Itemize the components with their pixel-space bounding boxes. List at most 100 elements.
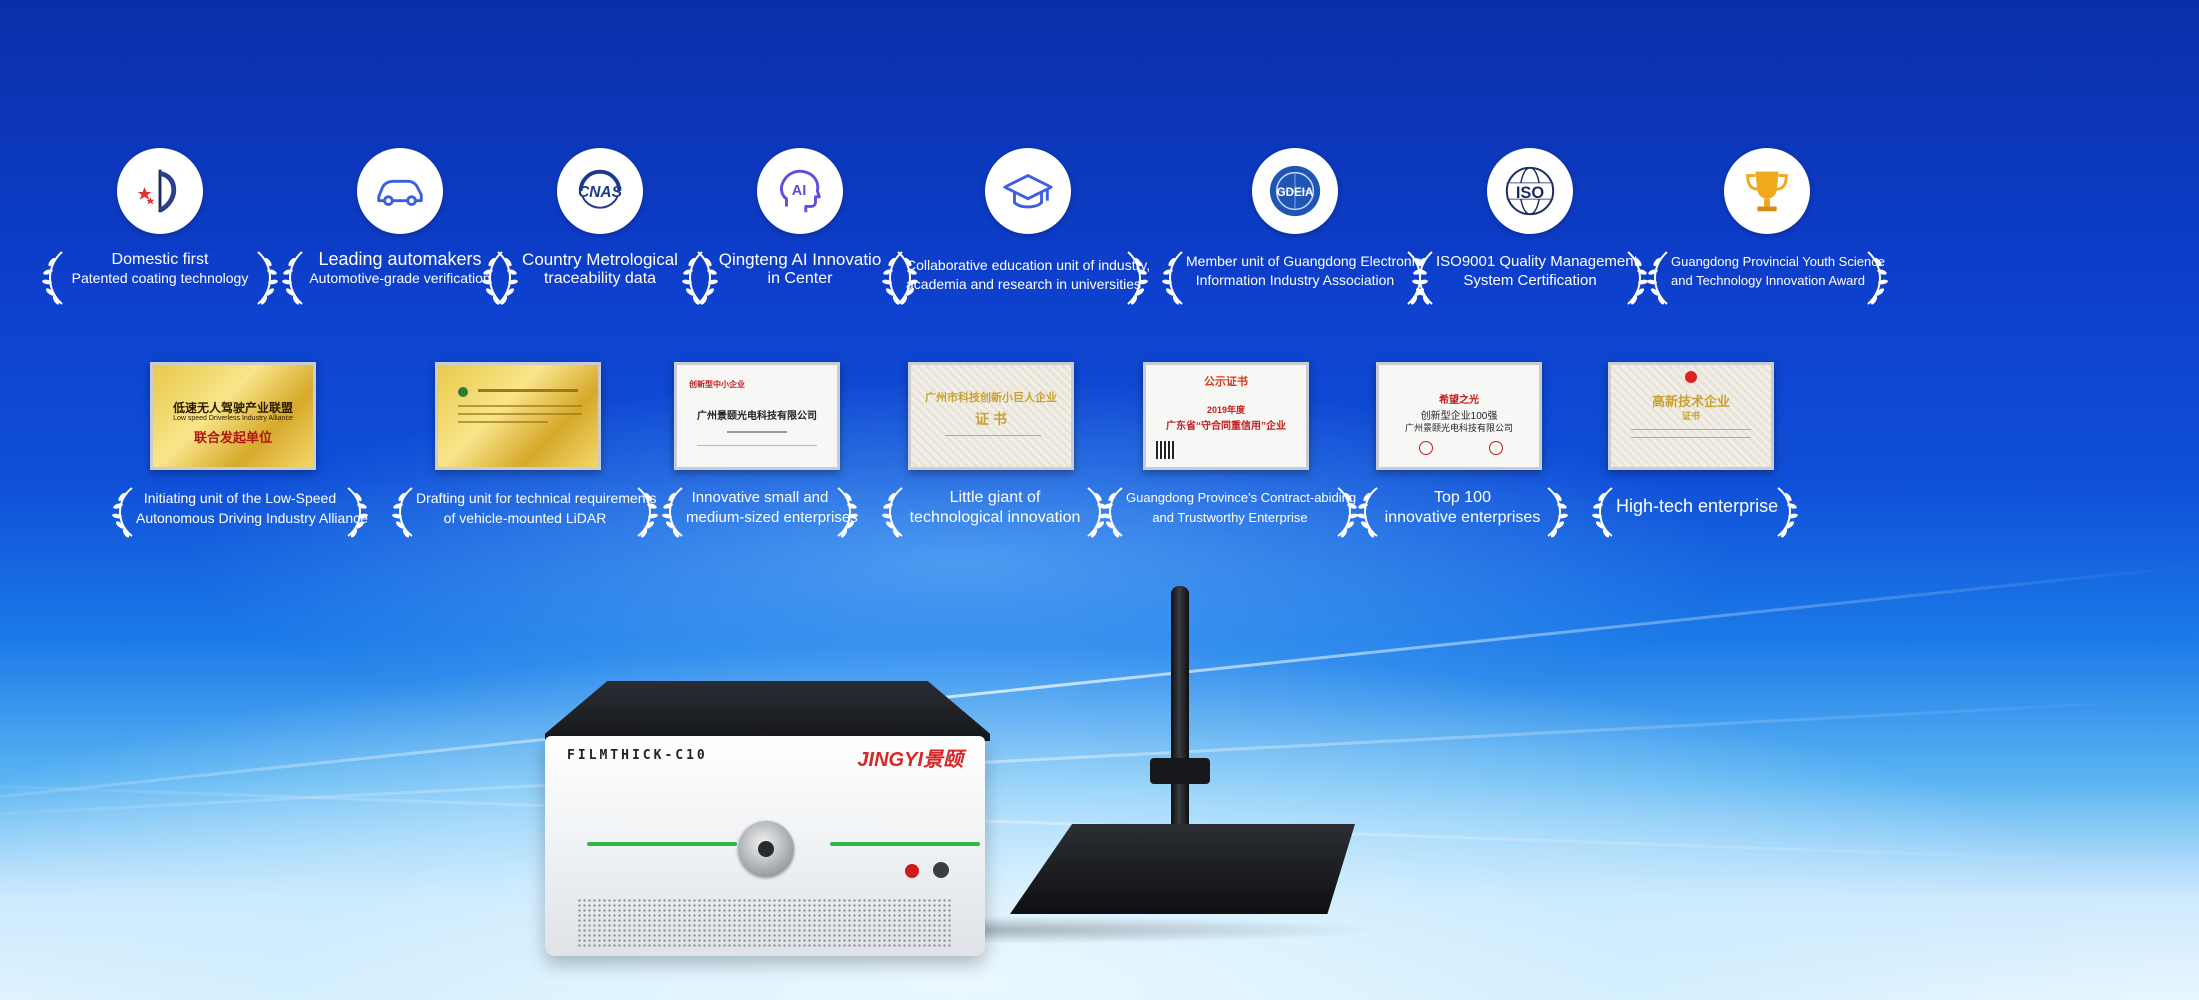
certificate-label-line2: technological innovation <box>909 509 1081 526</box>
device-body: FILMTHICK-C10 JINGYI景颐 <box>545 736 985 956</box>
trophy-icon <box>1724 148 1810 234</box>
honor-subtitle: in Center <box>767 270 833 287</box>
certificate-title: 低速无人驾驶产业联盟 <box>172 401 293 415</box>
certificate-label: Innovative small and <box>691 489 829 506</box>
connector-port <box>933 862 949 878</box>
honor-title: ISO9001 Quality Management <box>1436 253 1638 270</box>
honor-subtitle: traceability data <box>543 270 657 287</box>
iso-logo-text: ISO <box>1516 184 1545 202</box>
car-icon <box>357 148 443 234</box>
honor-title: Leading automakers <box>318 249 482 269</box>
certificate-label: High-tech enterprise <box>1616 496 1779 516</box>
device-lid <box>545 681 990 741</box>
indicator-light-right <box>830 842 980 846</box>
certificate-subtitle: 创新型企业100强 <box>1420 411 1498 422</box>
gdeia-logo-text: GDEIA <box>1277 186 1314 199</box>
certificate-main: 联合发起单位 <box>193 430 272 445</box>
certificate-plaque: 高新技术企业 证书 <box>1608 362 1774 470</box>
certificate-label-line2: medium-sized enterprises <box>686 509 858 526</box>
certificate-item: 公示证书 2019年度 广东省“守合同重信用”企业 Guangdong Prov… <box>1100 362 1360 542</box>
certificate-plaque <box>435 362 601 470</box>
certificate-label-line2: Autonomous Driving Industry Alliance <box>136 510 368 526</box>
film-thickness-device: FILMTHICK-C10 JINGYI景颐 <box>545 681 990 956</box>
certificate-label-line2: innovative enterprises <box>1384 509 1541 526</box>
certificate-item: 广州市科技创新小巨人企业 证 书 Little giant of technolo… <box>880 362 1110 542</box>
honor-title: Country Metrological <box>522 250 678 269</box>
emblem-icon <box>1685 371 1697 383</box>
certificate-item: 低速无人驾驶产业联盟 Low speed Driverless Industry… <box>110 362 370 542</box>
honor-item: GDEIA Member unit of Guangdong Electroni… <box>1160 148 1430 308</box>
certificate-label: Drafting unit for technical requirements <box>416 490 657 506</box>
patent-shield-icon <box>117 148 203 234</box>
laurel-wreath: Collaborative education unit of industry… <box>880 248 1150 310</box>
honor-subtitle: Information Industry Association <box>1195 272 1395 288</box>
laurel-wreath: Innovative small and medium-sized enterpr… <box>660 484 860 542</box>
honor-item: Guangdong Provincial Youth Science and Te… <box>1645 148 1890 308</box>
certificate-label: Guangdong Province's Contract-abiding <box>1126 490 1357 505</box>
graduation-cap-icon <box>985 148 1071 234</box>
ai-logo-text: AI <box>792 183 807 199</box>
certificate-plaque: 公示证书 2019年度 广东省“守合同重信用”企业 <box>1143 362 1309 470</box>
honor-subtitle: Automotive-grade verification <box>309 270 491 286</box>
certificate-label-line2: of vehicle-mounted LiDAR <box>443 510 607 526</box>
certificate-plaque: 希望之光 创新型企业100强 广州景颐光电科技有限公司 <box>1376 362 1542 470</box>
certificate-label: Top 100 <box>1434 489 1491 506</box>
honor-title: Qingteng AI Innovatio <box>718 250 882 269</box>
certificate-title: 广州市科技创新小巨人企业 <box>925 392 1057 404</box>
laurel-wreath: Drafting unit for technical requirements… <box>390 484 660 542</box>
honor-subtitle: academia and research in universities <box>906 276 1142 292</box>
certificate-item: 创新型中小企业 广州景颐光电科技有限公司 Innovative small an… <box>660 362 860 542</box>
certificate-label: Initiating unit of the Low-Speed <box>143 490 337 506</box>
certificate-title: 希望之光 <box>1439 395 1479 406</box>
certificate-main: 证 书 <box>975 411 1007 427</box>
honor-subtitle: System Certification <box>1463 272 1597 289</box>
cnas-logo-text: CNAS <box>578 184 622 201</box>
honor-title: Guangdong Provincial Youth Science <box>1671 254 1885 269</box>
certificate-title: 创新型中小企业 <box>689 380 745 389</box>
certificate-subtitle: Low speed Driverless Industry Alliance <box>173 415 293 422</box>
laurel-wreath: Little giant of technological innovation <box>880 484 1110 542</box>
certificate-main: 广州景颐光电科技有限公司 <box>697 411 817 422</box>
honor-subtitle: and Technology Innovation Award <box>1671 273 1865 288</box>
certificate-main: 广州景颐光电科技有限公司 <box>1404 423 1513 433</box>
laurel-wreath: Guangdong Province's Contract-abiding and… <box>1100 484 1360 542</box>
cnas-logo-icon: CNAS <box>557 148 643 234</box>
honor-title: Member unit of Guangdong Electronic <box>1186 253 1422 269</box>
vent-grille <box>577 898 953 948</box>
ai-head-icon: AI <box>757 148 843 234</box>
honor-title: Domestic first <box>111 251 209 268</box>
sample-port <box>738 821 794 877</box>
probe-clamp <box>1150 758 1210 784</box>
certificate-label: Little giant of <box>949 489 1041 506</box>
honor-subtitle: Patented coating technology <box>71 270 249 286</box>
certificate-item: 高新技术企业 证书 High-tech enterprise <box>1590 362 1800 542</box>
stand-base <box>1010 824 1355 914</box>
certificate-plaque: 创新型中小企业 广州景颐光电科技有限公司 <box>674 362 840 470</box>
iso-globe-icon: ISO <box>1487 148 1573 234</box>
certificate-title: 公示证书 <box>1204 376 1248 388</box>
gdeia-logo-icon: GDEIA <box>1252 148 1338 234</box>
certificate-plaque: 广州市科技创新小巨人企业 证 书 <box>908 362 1074 470</box>
certificates-row: 低速无人驾驶产业联盟 Low speed Driverless Industry… <box>0 362 1920 542</box>
certificate-item: 希望之光 创新型企业100强 广州景颐光电科技有限公司 Top 100 innov… <box>1355 362 1570 542</box>
product-display: FILMTHICK-C10 JINGYI景颐 <box>525 586 1385 956</box>
certificate-label-line2: and Trustworthy Enterprise <box>1152 510 1308 525</box>
certificate-item: Drafting unit for technical requirements… <box>390 362 660 542</box>
brand-logo: JINGYI景颐 <box>857 749 963 771</box>
laurel-wreath: High-tech enterprise <box>1590 484 1800 542</box>
laurel-wreath: Guangdong Provincial Youth Science and Te… <box>1645 248 1890 310</box>
certificate-main: 广东省“守合同重信用”企业 <box>1166 421 1286 432</box>
